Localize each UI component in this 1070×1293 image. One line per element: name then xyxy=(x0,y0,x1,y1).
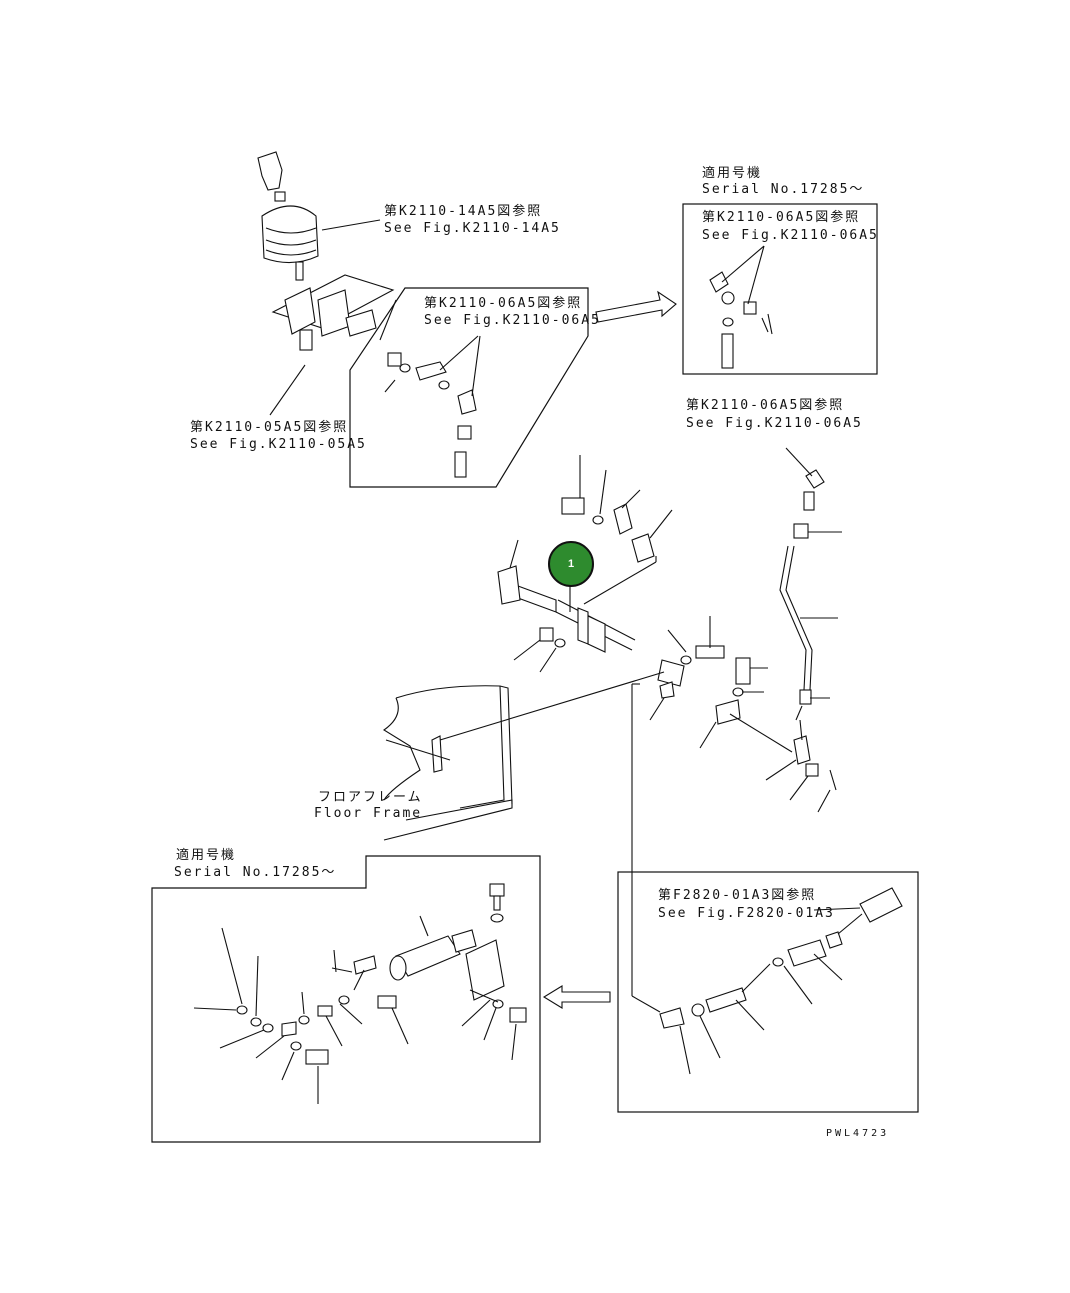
serial-box-parts xyxy=(709,271,773,369)
ref-06a5-rod-jp: 第K2110-06A5図参照 xyxy=(686,398,845,413)
serial-top-en: Serial No.17285～ xyxy=(702,182,865,197)
ref-14a5-en: See Fig.K2110-14A5 xyxy=(384,221,561,236)
serial-bottom-en: Serial No.17285～ xyxy=(174,865,337,880)
floor-frame-jp: フロアフレーム xyxy=(318,790,423,805)
serial-top-jp: 適用号機 xyxy=(702,166,763,181)
floor-frame xyxy=(382,685,513,841)
ref-06a5-inset-jp: 第K2110-06A5図参照 xyxy=(424,296,583,311)
serial-bottom-parts xyxy=(236,883,527,1065)
ref-05a5-jp: 第K2110-05A5図参照 xyxy=(190,420,349,435)
ref-06a5-box-en: See Fig.K2110-06A5 xyxy=(702,228,879,243)
part-callout-1[interactable]: 1 xyxy=(548,541,594,587)
ref-f2820-en: See Fig.F2820-01A3 xyxy=(658,906,835,921)
control-rod xyxy=(779,469,837,791)
part-callout-number: 1 xyxy=(567,558,575,570)
inset-rod-end-parts xyxy=(387,352,477,478)
ref-05a5-en: See Fig.K2110-05A5 xyxy=(190,437,367,452)
control-lever-assembly xyxy=(257,151,395,351)
ref-14a5-jp: 第K2110-14A5図参照 xyxy=(384,204,543,219)
shaft-assembly xyxy=(497,497,751,725)
ref-06a5-inset-en: See Fig.K2110-06A5 xyxy=(424,313,601,328)
drawing-number: PWL4723 xyxy=(826,1128,890,1139)
ref-f2820-jp: 第F2820-01A3図参照 xyxy=(658,888,817,903)
floor-frame-en: Floor Frame xyxy=(314,806,423,821)
ref-06a5-rod-en: See Fig.K2110-06A5 xyxy=(686,416,863,431)
serial-bottom-jp: 適用号機 xyxy=(176,848,237,863)
cable-parts xyxy=(659,887,903,1029)
ref-06a5-box-jp: 第K2110-06A5図参照 xyxy=(702,210,861,225)
